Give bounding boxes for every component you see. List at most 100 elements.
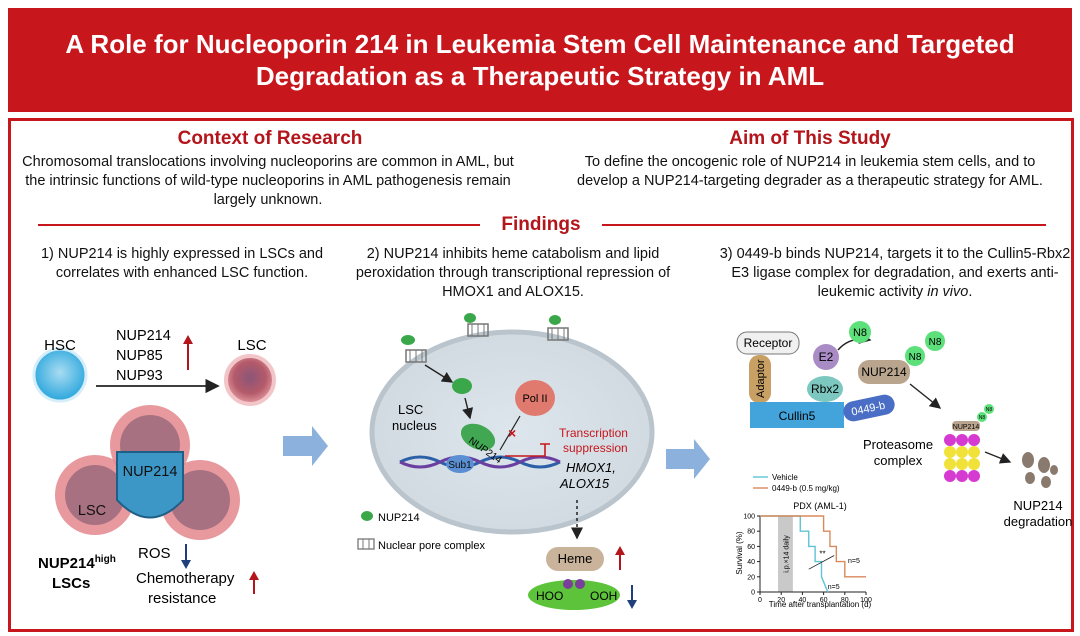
gene-hmox1: HMOX1, bbox=[566, 460, 616, 475]
cluster-lsc-label: LSC bbox=[78, 503, 106, 519]
to-degradation-arrow bbox=[984, 451, 1012, 464]
receptor-label: Receptor bbox=[744, 336, 793, 350]
n8-circle-3 bbox=[925, 331, 945, 351]
hsc-cell bbox=[32, 347, 88, 403]
peptide-fragments-icon bbox=[1022, 452, 1058, 488]
nup214-blob-2 bbox=[452, 378, 472, 394]
rbx2-label: Rbx2 bbox=[811, 382, 839, 396]
treatment-window bbox=[778, 516, 793, 592]
proteasome-label-2: complex bbox=[874, 453, 923, 468]
proteasome-label-1: Proteasome bbox=[863, 437, 933, 452]
panel3-text-b: in vivo bbox=[927, 284, 969, 300]
heme-label: Heme bbox=[558, 551, 593, 566]
panel3-diagram: Receptor Adaptor Cullin5 E2 Rbx2 N8 NUP2… bbox=[736, 321, 1073, 529]
chart-xlabel: Time after transplantation (d) bbox=[769, 600, 872, 609]
e2-label: E2 bbox=[819, 350, 834, 364]
adaptor-label: Adaptor bbox=[755, 359, 767, 398]
sub1-protein bbox=[446, 455, 474, 473]
suppression-label-1: Transcription bbox=[559, 426, 628, 440]
rbx2-ellipse bbox=[807, 376, 843, 402]
x-tick-label: 40 bbox=[799, 597, 807, 604]
gene-nup93: NUP93 bbox=[116, 368, 163, 384]
block-mark: × bbox=[508, 425, 516, 441]
legend-npc-label: Nuclear pore complex bbox=[378, 540, 485, 552]
gene-up-arrowhead bbox=[183, 335, 193, 344]
chart-ylabel: Survival (%) bbox=[735, 531, 744, 574]
shield-label: NUP214 bbox=[123, 464, 178, 480]
panel1-to-2-arrow bbox=[283, 426, 328, 466]
panel3-text: 3) 0449-b binds NUP214, targets it to th… bbox=[716, 245, 1074, 302]
nup214-blob-1 bbox=[401, 335, 415, 345]
lipid-peroxide bbox=[528, 580, 620, 610]
lsc-label: LSC bbox=[237, 337, 266, 354]
polii-label: Pol II bbox=[522, 393, 547, 405]
content-frame bbox=[8, 118, 1074, 632]
context-text: Chromosomal translocations involving nuc… bbox=[22, 154, 514, 208]
n8-label-2: N8 bbox=[909, 352, 922, 363]
hoo-label: HOO bbox=[536, 589, 563, 603]
treatment-label: i.p.×14 daily bbox=[783, 535, 790, 573]
nuclear-pore-1 bbox=[405, 349, 427, 363]
legend-npc-icon bbox=[357, 538, 375, 550]
suppression-bar bbox=[505, 443, 550, 457]
cullin5-box bbox=[750, 402, 844, 428]
nuclear-pore-2 bbox=[467, 323, 489, 337]
nucleus-label-2: nucleus bbox=[392, 418, 437, 433]
panel2-diagram: LSC nucleus NUP214 Sub1 Pol II × Transcr… bbox=[357, 313, 655, 610]
degradation-label-2: degradation bbox=[1004, 514, 1073, 529]
nucleus-label-1: LSC bbox=[398, 402, 423, 417]
title-banner: A Role for Nucleoporin 214 in Leukemia S… bbox=[8, 8, 1072, 112]
n8-circle-1 bbox=[849, 321, 871, 343]
nup214-label: NUP214 bbox=[861, 365, 907, 379]
y-tick-label: 60 bbox=[747, 544, 755, 551]
adaptor-box bbox=[749, 355, 771, 403]
proteasome-icon bbox=[944, 434, 980, 482]
significance-line bbox=[808, 555, 835, 570]
nup214-box bbox=[858, 360, 910, 384]
findings-rule-left bbox=[38, 224, 480, 226]
resistance-label: resistance bbox=[148, 590, 216, 607]
aim-heading: Aim of This Study bbox=[729, 128, 891, 149]
panel2-text: 2) NUP214 inhibits heme catabolism and l… bbox=[355, 246, 671, 300]
y-tick-label: 40 bbox=[747, 559, 755, 566]
lsc-cell bbox=[224, 354, 276, 406]
annotation-vehicle-n: n=5 bbox=[828, 584, 840, 591]
y-tick-label: 0 bbox=[751, 590, 755, 597]
sub1-label: Sub1 bbox=[448, 460, 472, 471]
y-tick-label: 80 bbox=[747, 529, 755, 536]
chart-title: PDX (AML-1) bbox=[793, 501, 847, 511]
dna-strand-2 bbox=[399, 455, 561, 469]
degradation-label-1: NUP214 bbox=[1013, 498, 1062, 513]
gene-nup214: NUP214 bbox=[116, 328, 171, 344]
y-tick-label: 100 bbox=[743, 514, 755, 521]
receptor-box bbox=[736, 331, 800, 355]
pol-ii bbox=[515, 380, 555, 416]
x-tick-label: 20 bbox=[777, 597, 785, 604]
x-tick-label: 100 bbox=[860, 597, 872, 604]
panel1-diagram: HSC NUP214 NUP85 NUP93 LSC NUP214 LSC NU… bbox=[32, 328, 276, 607]
x-tick-label: 0 bbox=[758, 597, 762, 604]
page-title: A Role for Nucleoporin 214 in Leukemia S… bbox=[65, 29, 1015, 91]
x-tick-label: 60 bbox=[820, 597, 828, 604]
findings-rule-right bbox=[602, 224, 1046, 226]
panel1-text: 1) NUP214 is highly expressed in LSCs an… bbox=[40, 246, 324, 281]
findings-heading: Findings bbox=[501, 214, 581, 235]
panel2-to-3-arrow bbox=[666, 439, 710, 479]
y-tick-label: 20 bbox=[747, 574, 755, 581]
to-proteasome-arrow bbox=[909, 383, 942, 409]
cullin5-label: Cullin5 bbox=[779, 409, 816, 423]
nup214-on-dna bbox=[460, 423, 496, 451]
series-line-1 bbox=[760, 515, 866, 578]
legend-treated-label: 0449-b (0.5 mg/kg) bbox=[772, 484, 840, 493]
n8-label-1: N8 bbox=[853, 327, 867, 339]
lscs-label: LSCs bbox=[52, 575, 90, 592]
heme-box bbox=[546, 547, 604, 571]
prot-nup-box bbox=[952, 421, 980, 431]
ooh-label: OOH bbox=[590, 589, 617, 603]
degrader-pill bbox=[843, 394, 895, 422]
n8-label-5: N8 bbox=[986, 407, 993, 413]
nuclear-pore-3 bbox=[547, 327, 569, 341]
n8-label-3: N8 bbox=[929, 337, 942, 348]
